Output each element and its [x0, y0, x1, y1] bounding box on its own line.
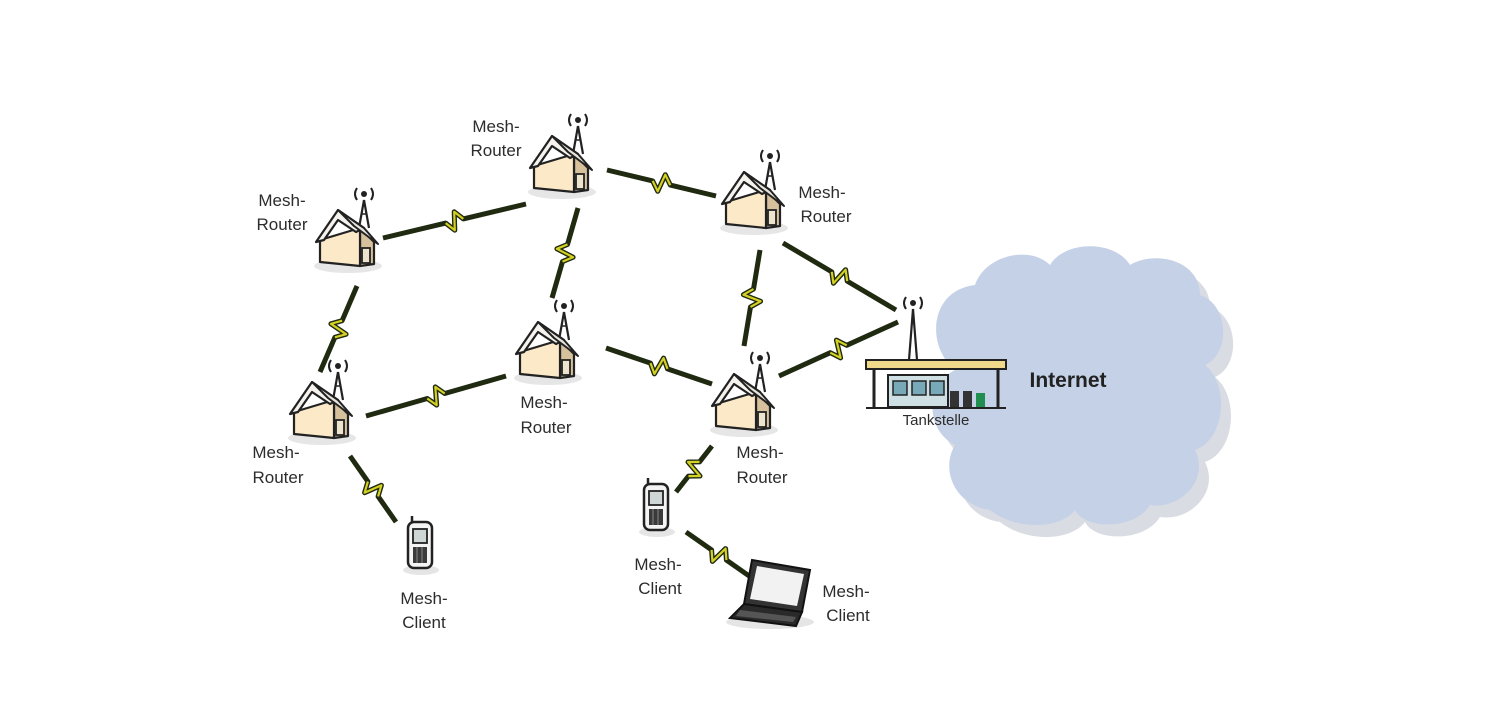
lightning-bolt-icon: [829, 339, 848, 359]
router-label: Router: [736, 468, 787, 487]
mesh-router-1: Mesh- Router: [256, 186, 384, 275]
router-label: Mesh-: [520, 393, 567, 412]
gateway-station: Tankstelle: [865, 296, 1007, 429]
router-label: Router: [252, 468, 303, 487]
router-label: Mesh-: [472, 117, 519, 136]
lightning-bolt-icon: [555, 243, 575, 263]
lightning-bolt-icon: [830, 268, 849, 285]
router-house-icon: [526, 112, 598, 201]
router-label: Router: [800, 207, 851, 226]
router-house-icon: [718, 148, 790, 237]
client-label: Client: [638, 579, 682, 598]
router-label: Router: [256, 215, 307, 234]
lightning-bolt-icon: [649, 357, 669, 375]
client-label: Client: [826, 606, 870, 625]
internet-cloud: Internet: [932, 246, 1234, 537]
mesh-client-2: Mesh- Client: [634, 476, 682, 598]
mesh-router-2: Mesh- Router: [470, 112, 598, 201]
router-house-icon: [708, 350, 780, 439]
router-house-icon: [312, 186, 384, 275]
gateway-label: Tankstelle: [903, 412, 970, 429]
phone-icon: [637, 476, 677, 539]
mesh-client-1: Mesh- Client: [400, 514, 448, 632]
router-label: Mesh-: [252, 443, 299, 462]
router-label: Mesh-: [258, 191, 305, 210]
client-label: Mesh-: [400, 589, 447, 608]
mesh-router-3: Mesh- Router: [718, 148, 852, 237]
router-label: Mesh-: [736, 443, 783, 462]
lightning-bolt-icon: [742, 288, 762, 308]
lightning-bolt-icon: [710, 547, 728, 563]
mesh-router-4: Mesh- Router: [252, 358, 358, 487]
lightning-bolt-icon: [363, 481, 383, 497]
wireless-links: [317, 167, 900, 581]
mesh-router-6: Mesh- Router: [708, 350, 788, 487]
internet-label: Internet: [1029, 369, 1106, 392]
lightning-bolt-icon: [426, 385, 446, 407]
client-label: Client: [402, 613, 446, 632]
lightning-bolt-icon: [329, 319, 348, 339]
router-label: Mesh-: [798, 183, 845, 202]
client-label: Mesh-: [822, 582, 869, 601]
lightning-bolt-icon: [686, 460, 702, 478]
router-house-icon: [512, 298, 584, 387]
phone-icon: [401, 514, 441, 577]
client-label: Mesh-: [634, 555, 681, 574]
lightning-bolt-icon: [445, 210, 464, 232]
router-label: Router: [520, 418, 571, 437]
mesh-client-3: Mesh- Client: [725, 559, 870, 630]
lightning-bolt-icon: [651, 173, 672, 193]
router-label: Router: [470, 141, 521, 160]
mesh-router-5: Mesh- Router: [512, 298, 584, 437]
